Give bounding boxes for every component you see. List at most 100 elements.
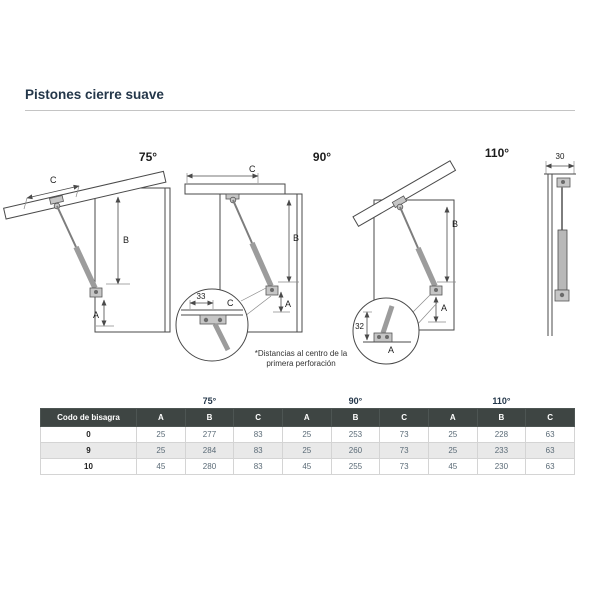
piston-rod: [232, 199, 253, 244]
piston-bottom-pivot: [559, 292, 565, 298]
col-header: C: [525, 408, 575, 427]
column-header-row: Codo de bisagra A B C A B C A B C: [40, 408, 575, 427]
screw: [217, 317, 223, 323]
cell: 280: [184, 458, 235, 475]
title-divider: [25, 110, 575, 111]
table-row: 9 25 284 83 25 260 73 25 233 63: [40, 442, 575, 459]
piston: [225, 193, 279, 296]
dim-line-c: [26, 184, 80, 200]
group-header-90: 90°: [282, 393, 429, 409]
callout-leader-line: [240, 287, 267, 302]
cell: 73: [379, 442, 429, 459]
cell: 284: [184, 442, 235, 459]
door-panel: [3, 170, 167, 220]
dim-label-c-detail: C: [227, 298, 234, 308]
cell: 73: [379, 458, 429, 475]
piston-cylinder: [557, 229, 568, 291]
dim-label-a: A: [93, 310, 99, 320]
col-header: C: [233, 408, 283, 427]
col-header: B: [184, 408, 235, 427]
cell: 25: [136, 442, 186, 459]
dim-label-b: B: [452, 219, 458, 229]
cell: 25: [136, 426, 186, 443]
piston-bottom-pivot: [434, 288, 438, 292]
table-row: 0 25 277 83 25 253 73 25 228 63: [40, 426, 575, 443]
piston-rod: [56, 205, 77, 248]
diagram-75: C B A: [3, 170, 171, 333]
group-header-110: 110°: [428, 393, 575, 409]
row-label: 0: [40, 426, 137, 443]
cell: 45: [281, 458, 332, 475]
piston-cylinder: [415, 246, 438, 288]
cell: 83: [233, 458, 283, 475]
dim-label-c: C: [249, 164, 256, 174]
piston-cylinder: [73, 245, 98, 290]
col-header: B: [476, 408, 527, 427]
side-dim-30: 30: [556, 152, 565, 161]
callout-leader-line: [414, 302, 438, 328]
dim-label-c: C: [50, 175, 57, 185]
technical-diagrams: 75° 90° 110° C B A: [3, 146, 576, 365]
cell: 63: [525, 442, 575, 459]
cell: 25: [281, 442, 332, 459]
table-row: 10 45 280 83 45 255 73 45 230 63: [40, 458, 575, 475]
dim-label-b: B: [123, 235, 129, 245]
piston-cylinder: [249, 241, 274, 288]
diagram-90: C B A 33 C: [175, 164, 303, 362]
angle-label-110: 110°: [485, 146, 509, 160]
screw: [385, 335, 389, 339]
callout-leader-line: [411, 293, 432, 314]
col-header: C: [379, 408, 429, 427]
cell: 25: [281, 426, 332, 443]
piston: [48, 195, 103, 298]
cabinet-body: [94, 187, 171, 333]
piston-stub: [380, 305, 395, 334]
cell: 83: [233, 442, 283, 459]
col-header: A: [281, 408, 332, 427]
magnifier-circle: [175, 288, 249, 362]
cell: 253: [330, 426, 381, 443]
screw: [377, 335, 381, 339]
page-title: Pistones cierre suave: [25, 87, 164, 102]
screw: [203, 317, 209, 323]
cell: 63: [525, 458, 575, 475]
mount-bracket: [199, 314, 227, 325]
mount-bracket: [373, 332, 393, 343]
cell: 277: [184, 426, 235, 443]
side-view: 30: [544, 152, 576, 336]
detail-circle-90: 33 C: [175, 288, 249, 362]
cell: 25: [427, 426, 478, 443]
dimensions-table: 75° 90° 110° Codo de bisagra A B C A B C…: [40, 393, 575, 475]
piston-stub: [212, 322, 231, 352]
blank-cell: [40, 393, 137, 409]
cell: 63: [525, 426, 575, 443]
cell: 228: [476, 426, 527, 443]
piston-bottom-pivot: [94, 290, 98, 294]
door-panel: [184, 183, 286, 195]
col-header: A: [427, 408, 478, 427]
cell: 255: [330, 458, 381, 475]
cell: 25: [427, 442, 478, 459]
detail-dim-32: 32: [355, 322, 364, 331]
cell: 83: [233, 426, 283, 443]
angle-label-75: 75°: [139, 150, 157, 164]
dim-label-a: A: [285, 299, 291, 309]
piston: [391, 195, 443, 296]
col-header: A: [136, 408, 186, 427]
col-header: B: [330, 408, 381, 427]
screw: [561, 180, 565, 184]
piston-rod: [399, 206, 419, 249]
cell: 230: [476, 458, 527, 475]
dim-label-a: A: [441, 303, 447, 313]
row-label: 10: [40, 458, 137, 475]
angle-label-90: 90°: [313, 150, 331, 164]
piston-bottom-pivot: [270, 288, 274, 292]
group-header-75: 75°: [136, 393, 283, 409]
callout-leader-line: [244, 295, 272, 317]
extension-line: [23, 197, 28, 210]
row-header-label: Codo de bisagra: [40, 408, 137, 427]
detail-circle-110: 32 A: [352, 297, 420, 365]
cell: 260: [330, 442, 381, 459]
cell: 45: [427, 458, 478, 475]
